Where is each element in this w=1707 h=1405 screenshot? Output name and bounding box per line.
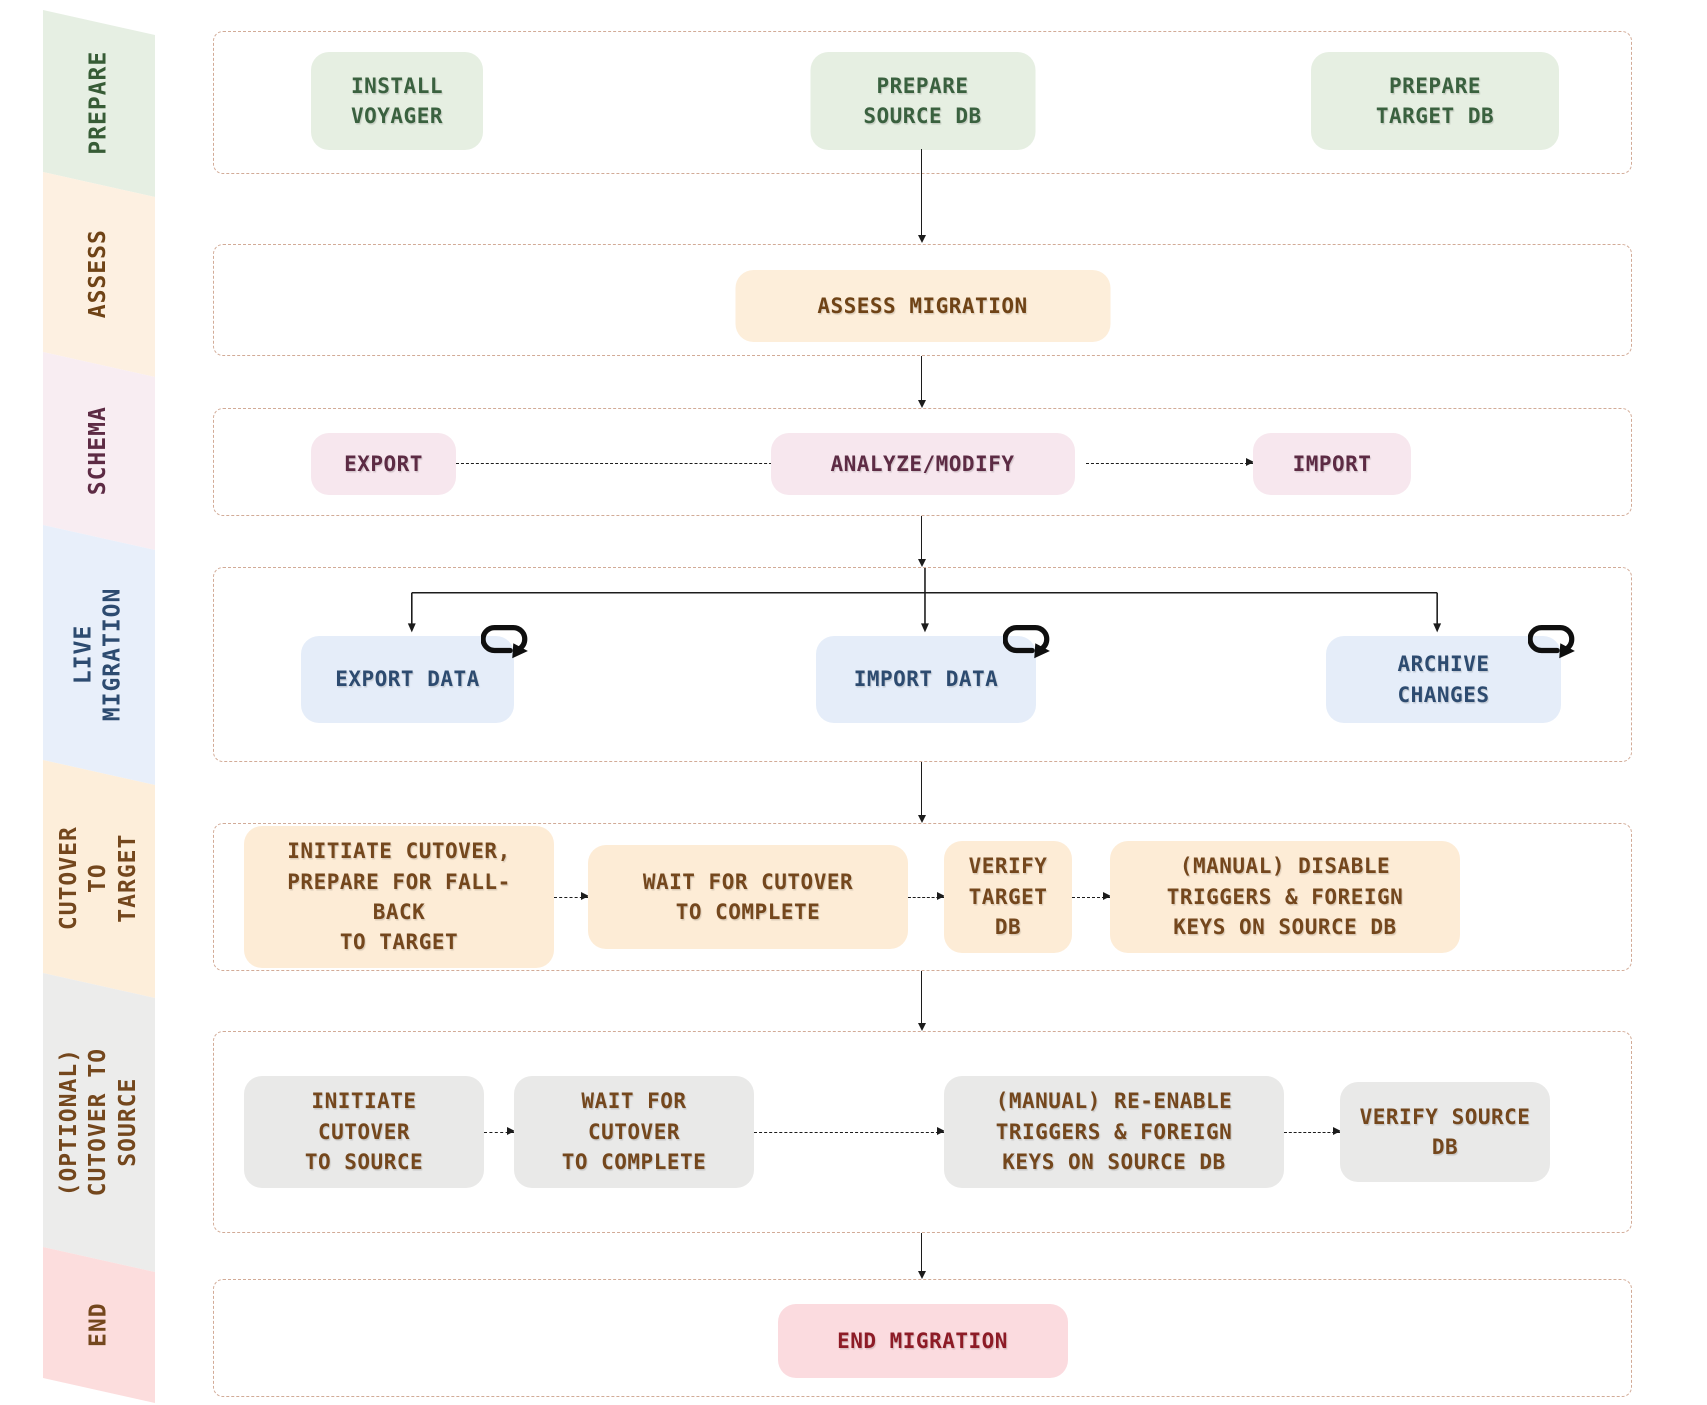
node-import-data: IMPORT DATA <box>816 624 1050 723</box>
phase-segment-schema: SCHEMA <box>43 352 155 525</box>
node-prepare-target-db: PREPARE TARGET DB <box>1311 52 1559 150</box>
node-export-data: EXPORT DATA <box>301 624 528 723</box>
node-initiate-cutover-to-source: INITIATE CUTOVER TO SOURCE <box>244 1076 484 1188</box>
row-end: END MIGRATION <box>213 1279 1632 1397</box>
connector-arrow <box>917 149 926 243</box>
connector-arrow <box>917 971 926 1031</box>
dashed-arrow <box>456 458 783 467</box>
node-label: ARCHIVE CHANGES <box>1397 652 1490 707</box>
phase-label: LIVE MIGRATION <box>70 587 126 722</box>
row-cutover-to-source: INITIATE CUTOVER TO SOURCE WAIT FOR CUTO… <box>213 1031 1632 1233</box>
phase-label: CUTOVER TO TARGET <box>55 826 141 931</box>
phase-label: SCHEMA <box>85 405 112 496</box>
node-label: IMPORT DATA <box>853 667 999 692</box>
node-disable-triggers-source-db: (MANUAL) DISABLE TRIGGERS & FOREIGN KEYS… <box>1110 841 1460 953</box>
connector-arrow <box>917 356 926 408</box>
dashed-arrow <box>1086 458 1254 467</box>
connector-arrow <box>917 762 926 823</box>
connector-arrow <box>917 516 926 567</box>
phase-segment-cutover-to-source: (OPTIONAL) CUTOVER TO SOURCE <box>43 973 155 1247</box>
node-analyze-modify-schema: ANALYZE/MODIFY <box>770 433 1075 495</box>
repeat-loop-icon <box>1528 624 1575 659</box>
phase-segment-live-migration: LIVE MIGRATION <box>43 525 155 760</box>
node-reenable-triggers-source-db: (MANUAL) RE-ENABLE TRIGGERS & FOREIGN KE… <box>944 1076 1284 1188</box>
phase-sidebar: PREPARE ASSESS SCHEMA LIVE MIGRATION CUT… <box>43 10 155 1378</box>
phase-label: (OPTIONAL) CUTOVER TO SOURCE <box>55 1047 141 1197</box>
branch-connector <box>407 568 1442 633</box>
node-wait-for-cutover-source: WAIT FOR CUTOVER TO COMPLETE <box>514 1076 754 1188</box>
node-install-voyager: INSTALL VOYAGER <box>311 52 483 150</box>
dashed-arrow <box>1072 891 1111 900</box>
node-wait-for-cutover-target: WAIT FOR CUTOVER TO COMPLETE <box>588 845 908 949</box>
node-assess-migration: ASSESS MIGRATION <box>735 270 1110 342</box>
dashed-arrow <box>1284 1126 1341 1135</box>
phase-segment-assess: ASSESS <box>43 172 155 352</box>
node-archive-changes: ARCHIVE CHANGES <box>1326 624 1575 723</box>
node-prepare-source-db: PREPARE SOURCE DB <box>810 52 1035 150</box>
dashed-arrow <box>484 1126 515 1135</box>
node-export-schema: EXPORT <box>311 433 456 495</box>
repeat-loop-icon <box>1003 624 1050 659</box>
row-live-migration: EXPORT DATA IMPORT DATA ARCHIVE CHANGES <box>213 567 1632 762</box>
node-import-schema: IMPORT <box>1253 433 1411 495</box>
row-prepare: INSTALL VOYAGER PREPARE SOURCE DB PREPAR… <box>213 31 1632 174</box>
row-assess: ASSESS MIGRATION <box>213 244 1632 356</box>
phase-label: PREPARE <box>85 51 112 155</box>
dashed-arrow <box>554 891 589 900</box>
phase-label: END <box>85 1302 112 1347</box>
connector-arrow <box>917 1233 926 1279</box>
node-end-migration: END MIGRATION <box>777 1304 1068 1378</box>
node-initiate-cutover-to-target: INITIATE CUTOVER, PREPARE FOR FALL-BACK … <box>244 826 554 968</box>
node-verify-source-db: VERIFY SOURCE DB <box>1340 1082 1550 1182</box>
dashed-arrow <box>754 1126 945 1135</box>
phase-segment-end: END <box>43 1247 155 1378</box>
row-cutover-to-target: INITIATE CUTOVER, PREPARE FOR FALL-BACK … <box>213 823 1632 971</box>
phase-segment-prepare: PREPARE <box>43 10 155 172</box>
phase-segment-cutover-to-target: CUTOVER TO TARGET <box>43 760 155 973</box>
node-label: EXPORT DATA <box>335 667 480 692</box>
row-schema: EXPORT ANALYZE/MODIFY IMPORT <box>213 408 1632 516</box>
phase-label: ASSESS <box>85 229 112 319</box>
dashed-arrow <box>908 891 945 900</box>
repeat-loop-icon <box>481 624 528 659</box>
node-verify-target-db: VERIFY TARGET DB <box>944 841 1072 953</box>
